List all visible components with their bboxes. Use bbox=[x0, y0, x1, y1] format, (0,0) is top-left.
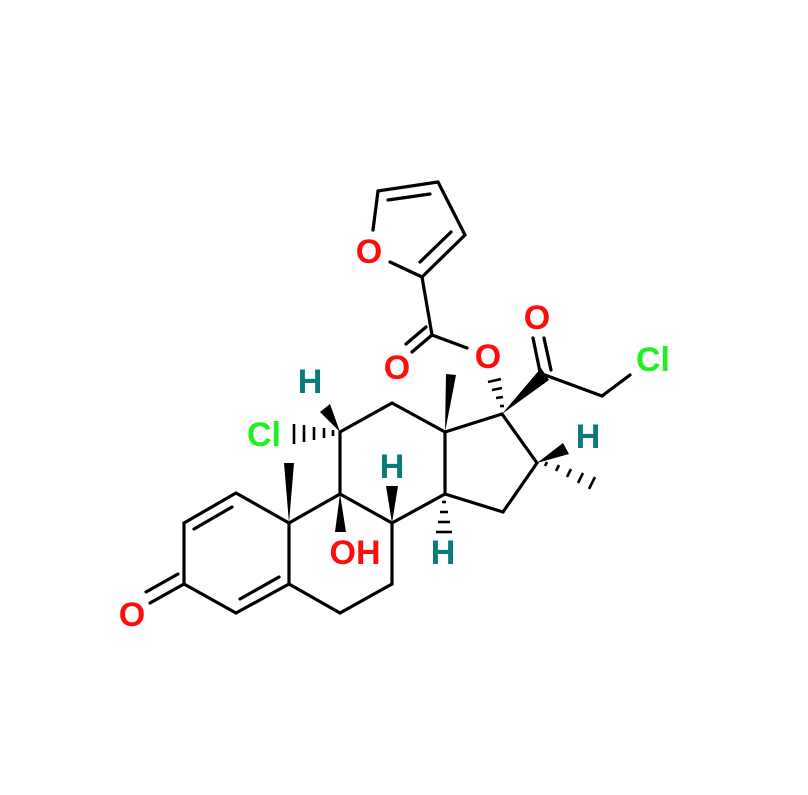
atom-label-o17: O bbox=[475, 338, 501, 376]
atom-label-h8: H bbox=[380, 448, 405, 486]
atom-label-oh9: OH bbox=[330, 534, 381, 572]
atom-label-o20: O bbox=[524, 299, 550, 337]
atom-label-o3: O bbox=[119, 596, 145, 634]
wedge-bonds bbox=[284, 368, 569, 532]
atom-label-cl11: Cl bbox=[247, 416, 281, 454]
hashed-bonds bbox=[292, 377, 597, 534]
atom-label-cl21: Cl bbox=[636, 341, 670, 379]
atom-label-furan-o: O bbox=[356, 233, 382, 271]
atom-label-h11: H bbox=[298, 363, 323, 401]
atom-label-ester-carbonyl-o: O bbox=[384, 349, 410, 387]
bonds bbox=[144, 180, 632, 615]
atom-label-h14: H bbox=[431, 534, 456, 572]
atom-label-h16: H bbox=[576, 418, 601, 456]
atom-labels: O Cl H OH H H O O O O Cl H bbox=[119, 233, 670, 634]
